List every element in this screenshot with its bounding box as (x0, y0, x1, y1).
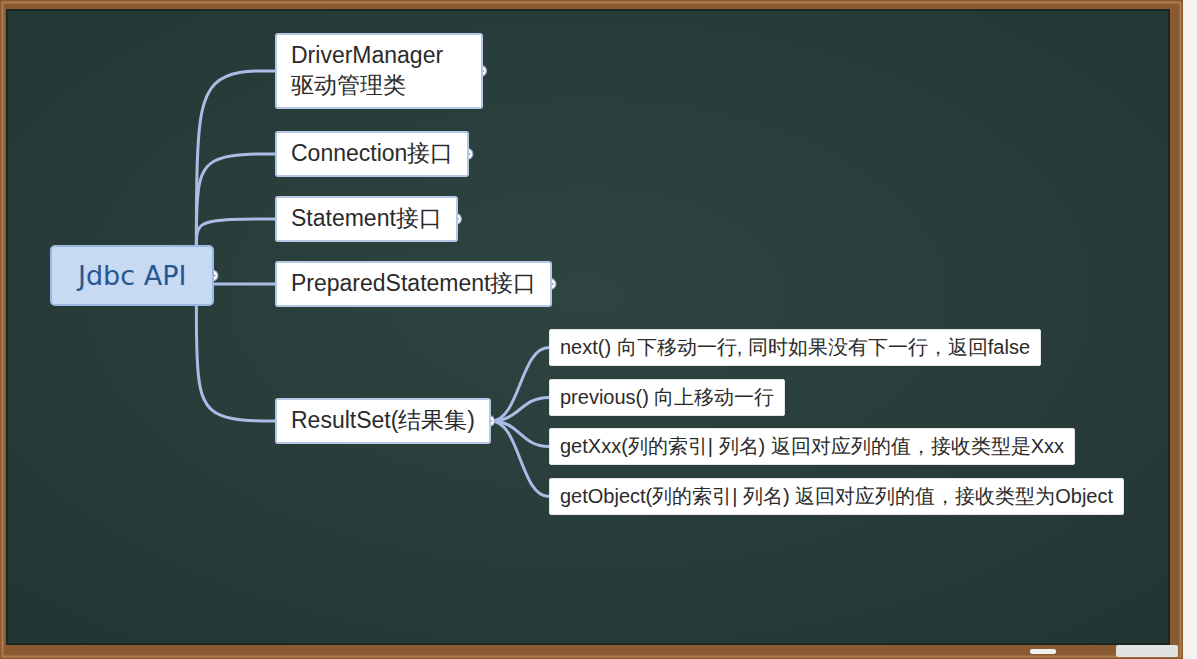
node-label: Statement接口 (291, 204, 442, 234)
node-label: Jdbc API (78, 260, 186, 291)
board-edge (7, 10, 1169, 644)
subtopic-box: getXxx(列的索引| 列名) 返回对应列的值，接收类型是Xxx (549, 428, 1075, 465)
subtopic-box: next() 向下移动一行, 同时如果没有下一行，返回false (549, 329, 1041, 366)
topic-box: DriverManager 驱动管理类 (275, 33, 483, 109)
branch-line (491, 421, 549, 497)
chalk-eraser (1116, 645, 1178, 657)
subtopic-box: getObject(列的索引| 列名) 返回对应列的值，接收类型为Object (549, 478, 1124, 515)
node-label: previous() 向上移动一行 (560, 385, 774, 410)
branch-line (214, 282, 275, 285)
branch-line (196, 71, 275, 245)
branch-line (491, 348, 549, 421)
branch-line (196, 219, 275, 245)
node-label: ResultSet(结果集) (291, 406, 475, 436)
node-label: next() 向下移动一行, 同时如果没有下一行，返回false (560, 335, 1030, 360)
topic-box: PreparedStatement接口 (275, 261, 552, 307)
node-label: getObject(列的索引| 列名) 返回对应列的值，接收类型为Object (560, 484, 1113, 509)
topic-box: Statement接口 (275, 196, 458, 242)
node-label: PreparedStatement接口 (291, 269, 536, 299)
branch-line (196, 306, 275, 421)
node-label: DriverManager 驱动管理类 (291, 41, 467, 101)
root-topic: Jdbc API (50, 245, 214, 306)
branch-line (491, 398, 549, 421)
subtopic-box: previous() 向上移动一行 (549, 379, 785, 416)
board-surface (7, 10, 1169, 644)
topic-box: ResultSet(结果集) (275, 398, 491, 444)
topic-box: Connection接口 (275, 131, 469, 177)
node-label: Connection接口 (291, 139, 453, 169)
node-label: getXxx(列的索引| 列名) 返回对应列的值，接收类型是Xxx (560, 434, 1064, 459)
branch-line (196, 154, 275, 245)
frame-highlight (3, 3, 1181, 657)
chalk-stick (1030, 649, 1056, 654)
